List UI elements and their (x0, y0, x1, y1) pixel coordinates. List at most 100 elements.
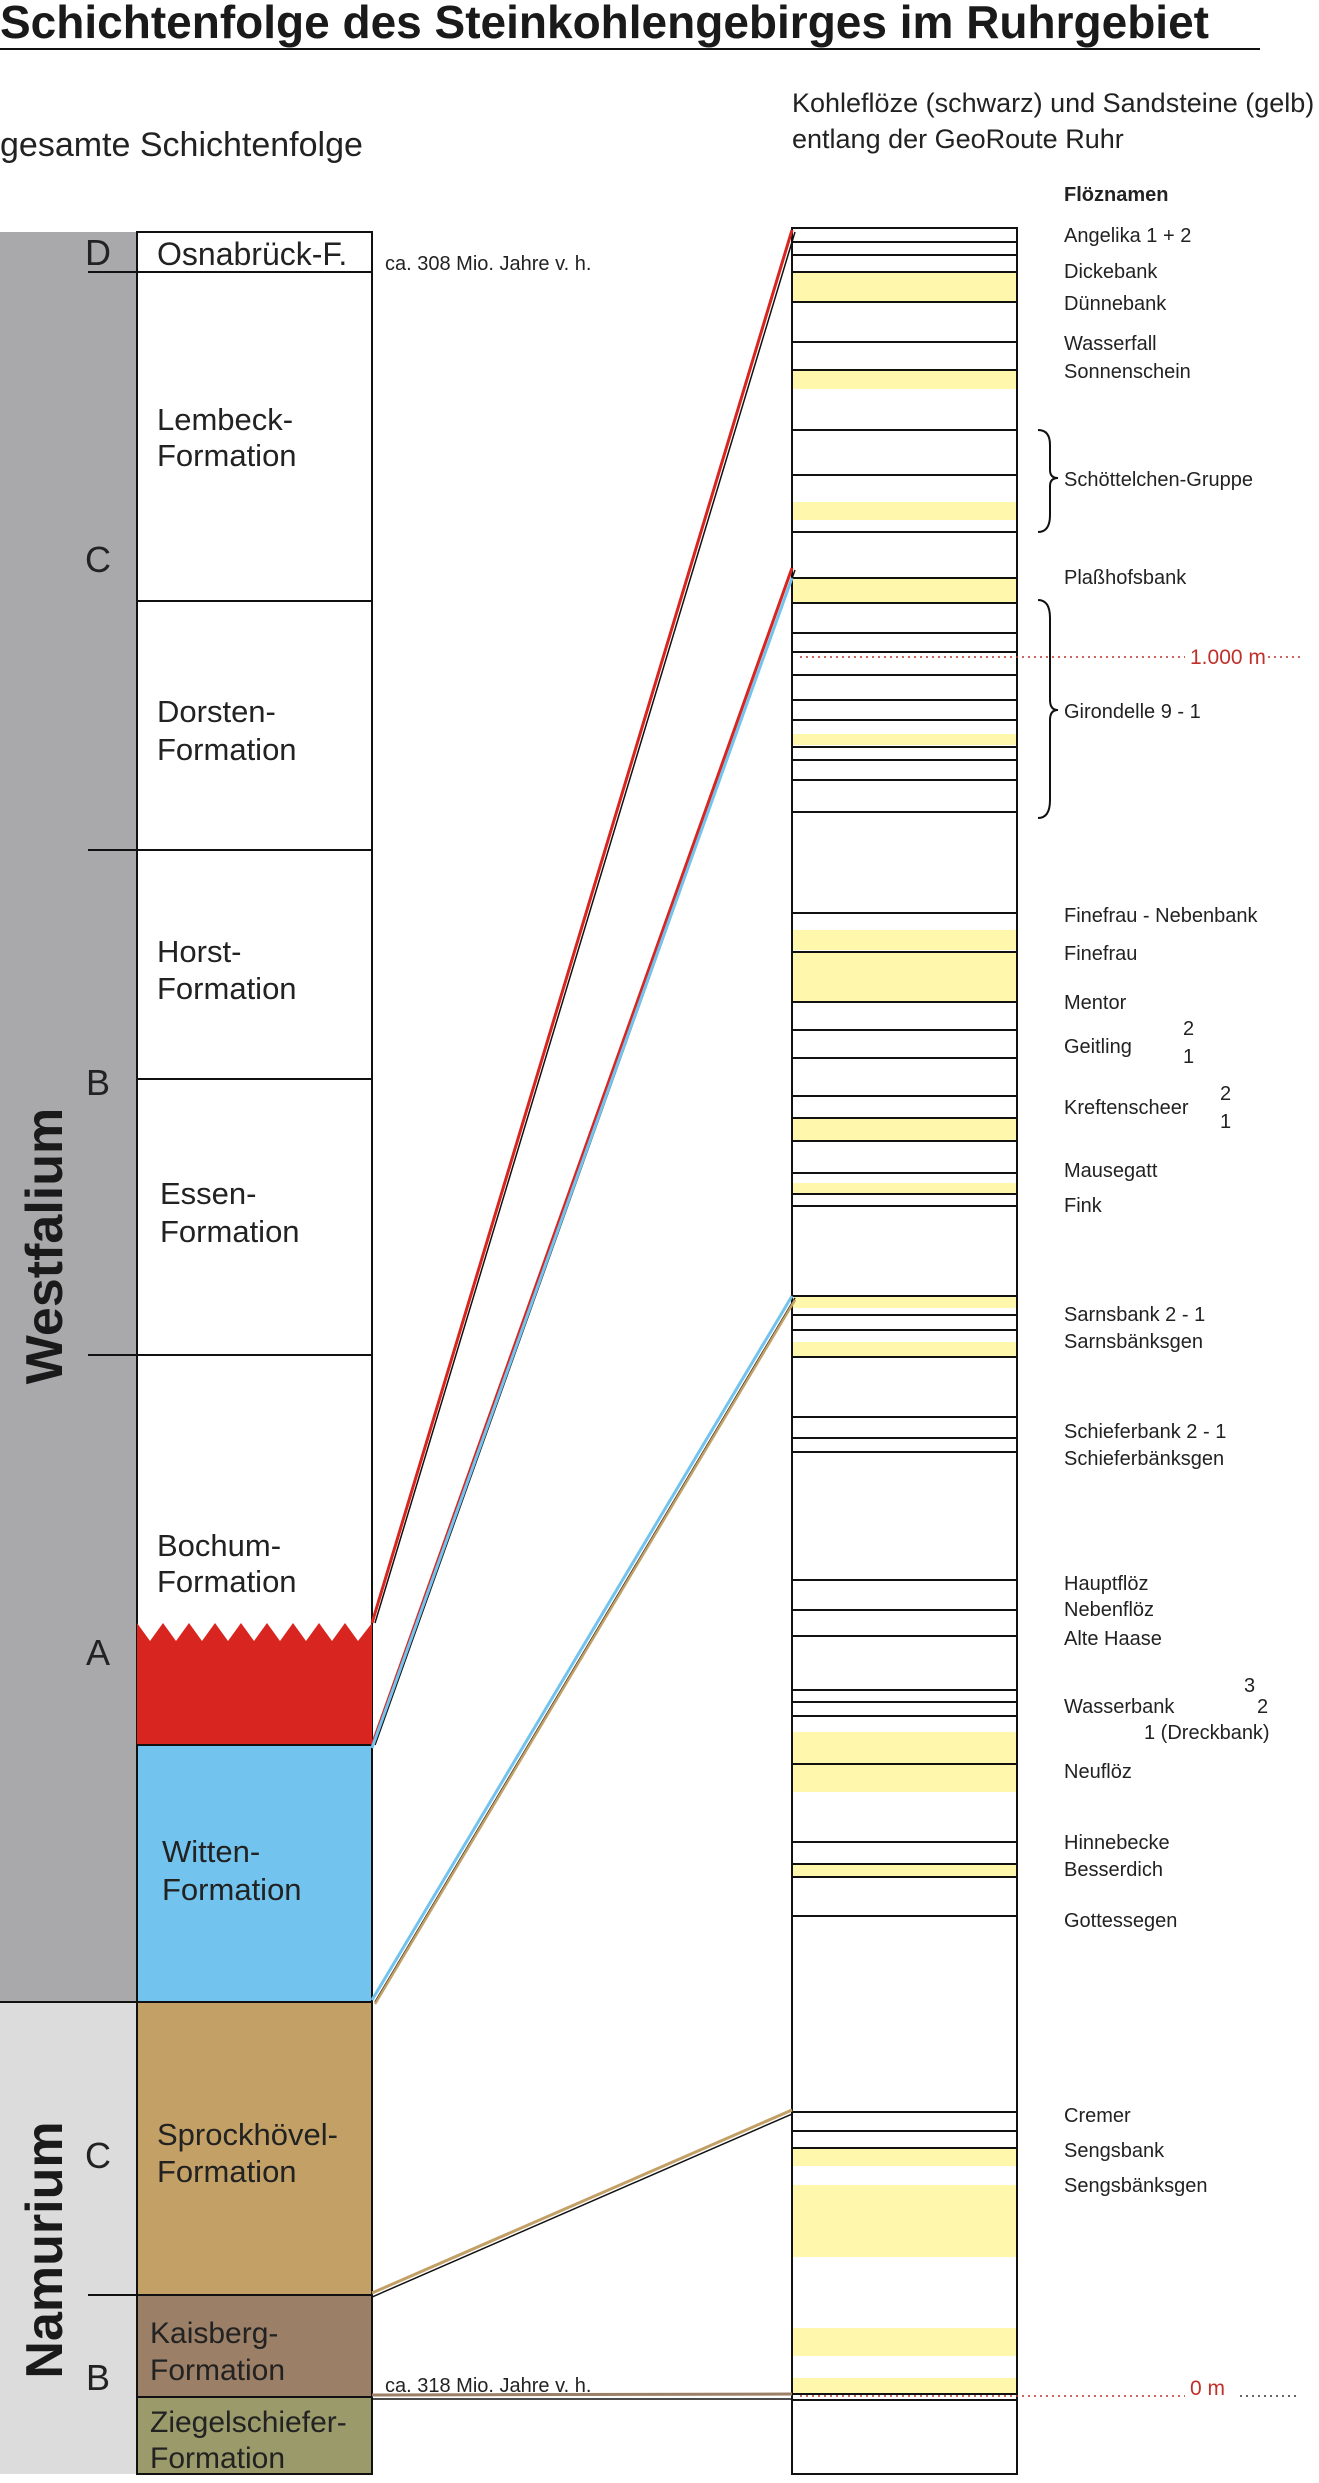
seam-sub-number: 2 (1220, 1083, 1231, 1105)
sandstone-band (792, 930, 1017, 950)
namurium-band (0, 2002, 137, 2474)
stage-b-namur: B (86, 2357, 110, 2398)
seam-label: Alte Haase (1064, 1628, 1162, 1650)
formation-bochum-2: Formation (157, 1564, 297, 1599)
witten-fill (136, 1744, 373, 2003)
sandstone-band (792, 1342, 1017, 1357)
seam-label: Angelika 1 + 2 (1064, 225, 1191, 247)
seam-label: Neuflöz (1064, 1761, 1132, 1783)
correlation-line-red-top (370, 229, 794, 1624)
sandstone-band (792, 1183, 1017, 1194)
seam-label: Mausegatt (1064, 1160, 1158, 1182)
seam-label: Mentor (1064, 992, 1127, 1014)
sandstone-band (792, 1864, 1017, 1877)
formation-lembeck-1: Lembeck- (157, 402, 293, 437)
seam-label: Kreftenscheer (1064, 1097, 1189, 1119)
formation-ziegelschiefer-1: Ziegelschiefer- (150, 2406, 347, 2439)
seam-label: Sengsbänksgen (1064, 2175, 1207, 2197)
formation-bochum-1: Bochum- (157, 1528, 281, 1563)
sandstone-band (792, 1118, 1017, 1141)
seam-sub-number: 1 (1183, 1046, 1194, 1068)
sandstone-band (792, 370, 1017, 389)
correlation-line-brown (371, 2392, 793, 2397)
correlation-line-black-top (374, 231, 796, 1624)
right-heading-line-2: entlang der GeoRoute Ruhr (792, 124, 1124, 154)
seam-label: Cremer (1064, 2105, 1131, 2127)
sandstone-band (792, 1732, 1017, 1792)
seam-label: Sarnsbänksgen (1064, 1331, 1203, 1353)
stage-b-westfal: B (86, 1062, 110, 1103)
formation-essen-1: Essen- (160, 1176, 256, 1211)
seam-label: Schieferbank 2 - 1 (1064, 1421, 1226, 1443)
seam-sub-number: 3 (1244, 1675, 1255, 1697)
seam-sub-number: 2 (1257, 1696, 1268, 1718)
correlation-line-tan-witten (373, 1299, 797, 2005)
depth-0-label: 0 m (1190, 2377, 1225, 2400)
seam-label: Nebenflöz (1064, 1599, 1154, 1621)
seam-label: Dünnebank (1064, 293, 1167, 315)
seam-heading: Flöznamen (1064, 184, 1168, 206)
correlation-line-blue-bottom (370, 1295, 794, 2001)
formation-horst-2: Formation (157, 971, 297, 1006)
brace-girondelle (1037, 599, 1059, 819)
stage-c-westfal: C (85, 539, 111, 580)
formation-witten-1: Witten- (162, 1834, 260, 1869)
seam-label: Girondelle 9 - 1 (1064, 701, 1201, 723)
formation-horst-1: Horst- (157, 934, 241, 969)
stage-c-namur: C (85, 2135, 111, 2176)
sprockhoevel-fill (136, 2001, 373, 2296)
bochum-red-zone (137, 1623, 372, 1745)
detail-column (791, 227, 1018, 2475)
sandstone-band (792, 578, 1017, 603)
formation-kaisberg-1: Kaisberg- (150, 2317, 278, 2350)
correlation-line-black-sprockhoevel (371, 2113, 793, 2298)
seam-label-dreckbank: 1 (Dreckbank) (1144, 1722, 1270, 1744)
correlation-line-blue-top (370, 577, 794, 1749)
stage-a: A (86, 1632, 110, 1673)
seam-label: Geitling (1064, 1036, 1132, 1058)
formation-essen-2: Formation (160, 1214, 300, 1249)
seam-label: Sengsbank (1064, 2140, 1165, 2162)
system-westfalium: Westfalium (16, 1108, 74, 1384)
seam-label: Finefrau - Nebenbank (1064, 905, 1258, 927)
seam-label: Hinnebecke (1064, 1832, 1170, 1854)
sandstone-band (792, 272, 1017, 302)
system-namurium: Namurium (16, 2121, 74, 2378)
age-bottom: ca. 318 Mio. Jahre v. h. (385, 2375, 591, 2397)
formation-sprockhoevel-1: Sprockhövel- (157, 2117, 338, 2152)
sandstone-band (792, 1296, 1017, 1308)
seam-label: Gottessegen (1064, 1910, 1177, 1932)
sandstone-band (792, 2148, 1017, 2166)
seam-label: Hauptflöz (1064, 1573, 1149, 1595)
formation-lembeck-2: Formation (157, 438, 297, 473)
page-title: Schichtenfolge des Steinkohlengebirges i… (0, 0, 1209, 48)
correlation-line-tan-top (371, 2108, 793, 2295)
seam-label: Dickebank (1064, 261, 1158, 283)
formation-witten-2: Formation (162, 1872, 302, 1907)
formation-osnabrueck: Osnabrück-F. (157, 236, 347, 272)
sandstone-band (792, 2378, 1017, 2394)
seam-sub-number: 2 (1183, 1018, 1194, 1040)
sandstone-band (792, 502, 1017, 520)
seam-label: Wasserfall (1064, 333, 1157, 355)
seam-label: Wasserbank (1064, 1696, 1175, 1718)
westfalium-band (0, 232, 137, 2002)
sandstone-band (792, 734, 1017, 745)
seam-label: Fink (1064, 1195, 1103, 1217)
sandstone-band (792, 952, 1017, 1002)
seam-label: Besserdich (1064, 1859, 1163, 1881)
right-heading-line-1: Kohleflöze (schwarz) und Sandsteine (gel… (792, 88, 1314, 118)
formation-ziegelschiefer-2: Formation (150, 2442, 285, 2475)
coal-seams (792, 241, 1017, 2401)
sandstone-band (792, 2328, 1017, 2356)
depth-1000-label: 1.000 m (1190, 646, 1266, 669)
stage-d: D (85, 232, 111, 273)
formation-dorsten-2: Formation (157, 732, 297, 767)
age-top: ca. 308 Mio. Jahre v. h. (385, 253, 591, 275)
detail-column-frame (791, 227, 1018, 2475)
seam-sub-number: 1 (1220, 1111, 1231, 1133)
sandstone-band (792, 2185, 1017, 2257)
seam-label: Plaßhofsbank (1064, 567, 1187, 589)
